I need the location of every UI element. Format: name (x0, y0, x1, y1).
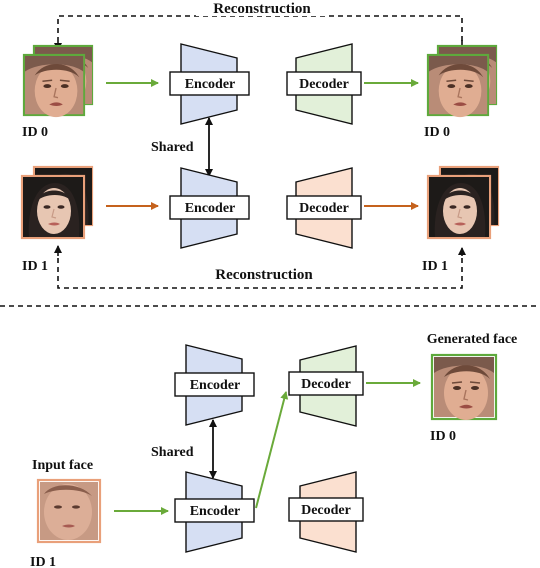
decoder-b-label: Decoder (299, 201, 349, 216)
encoder-b-label: Encoder (185, 201, 236, 216)
arrow-encoder-to-decoder-swap (255, 391, 289, 509)
id0-output-images (426, 44, 498, 118)
id1-left-label: ID 1 (22, 259, 48, 274)
id0-input-images (22, 44, 94, 118)
id1-right-label: ID 1 (422, 259, 448, 274)
input-face-id-label: ID 1 (30, 555, 56, 568)
input-face-label: Input face (32, 458, 93, 473)
id0-left-label: ID 0 (22, 125, 48, 140)
encoder-a-label: Encoder (185, 77, 236, 92)
encoder-d-label: Encoder (190, 504, 241, 519)
reconstruction-loop-bottom (57, 256, 463, 289)
id1-input-images (20, 165, 94, 240)
reconstruction-loop-top (57, 15, 463, 52)
reconstruction-label-top: Reconstruction (213, 1, 311, 17)
shared-label-bottom: Shared (151, 445, 194, 460)
input-face-image (36, 478, 102, 544)
generated-face-id-label: ID 0 (430, 429, 456, 444)
generated-face-label: Generated face (427, 332, 518, 347)
encoder-c-label: Encoder (190, 378, 241, 393)
shared-label-top: Shared (151, 140, 194, 155)
decoder-d-label: Decoder (301, 503, 351, 518)
generated-face-image (430, 353, 498, 421)
id1-output-images (426, 165, 500, 240)
decoder-a-label: Decoder (299, 77, 349, 92)
id0-right-label: ID 0 (424, 125, 450, 140)
decoder-c-label: Decoder (301, 377, 351, 392)
reconstruction-label-bottom: Reconstruction (215, 267, 313, 283)
